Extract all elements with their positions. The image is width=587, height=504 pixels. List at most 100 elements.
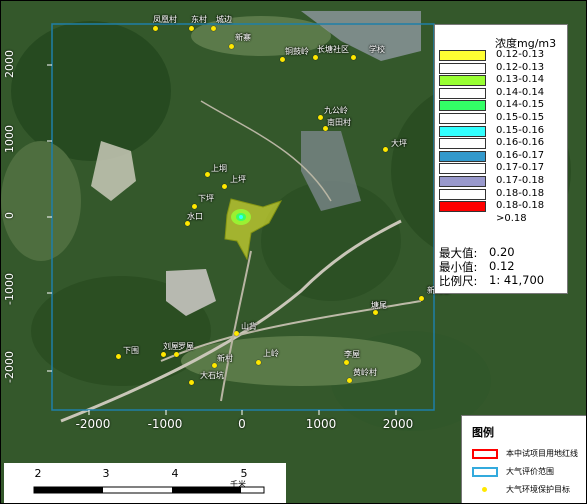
place-label: 铜鼓岭 (285, 47, 309, 56)
legend-range-label: 0.15-0.15 (496, 112, 545, 123)
protection-target-marker[interactable] (185, 221, 190, 226)
legend-range-label: 0.12-0.13 (496, 61, 545, 73)
legend-range-label: 0.17-0.17 (496, 162, 545, 174)
protection-target-marker[interactable] (161, 352, 166, 357)
place-label: 上坪 (230, 175, 246, 184)
road (160, 300, 422, 362)
protection-target-marker[interactable] (153, 26, 158, 31)
urban-area (301, 131, 361, 211)
scale-bar: 2 3 4 5 千米 (4, 463, 286, 503)
x-tick-label: -1000 (147, 417, 183, 431)
protection-target-marker[interactable] (347, 378, 352, 383)
map-legend-title: 图例 (472, 426, 494, 439)
min-label: 最小值: (439, 260, 478, 274)
forest-patch (11, 21, 171, 161)
scale-bar-graphic (33, 486, 265, 494)
map-legend-item-label: 本中试项目用地红线 (506, 449, 578, 458)
concentration-peak (239, 215, 243, 219)
legend-color-swatch (439, 213, 486, 225)
legend-range-label: 0.17-0.18 (496, 175, 545, 186)
protection-target-marker[interactable] (318, 115, 323, 120)
legend-color-swatch (439, 50, 486, 61)
protection-target-marker[interactable] (256, 360, 261, 365)
legend-color-swatch (439, 87, 486, 99)
place-label: 罗屋 (178, 342, 194, 351)
legend-range-label: 0.16-0.17 (496, 149, 545, 161)
legend-color-swatch (439, 125, 486, 137)
legend-range-label: 0.18-0.18 (496, 200, 545, 212)
legend-color-swatch (439, 150, 486, 162)
x-tick-label: 2000 (382, 417, 414, 431)
place-label: 长塘社区 (317, 45, 349, 54)
legend-color-swatch (439, 113, 486, 124)
place-label: 九公岭 (324, 106, 348, 115)
map-legend: 图例 本中试项目用地红线 大气评价范围 大气环境保护目标 (461, 415, 586, 503)
scale-number: 4 (171, 467, 179, 480)
legend-range-label: 0.14-0.15 (496, 99, 545, 111)
protection-target-marker[interactable] (280, 57, 285, 62)
place-label: 上垌 (211, 164, 227, 173)
place-label: 学校 (369, 45, 385, 54)
protection-target-marker[interactable] (211, 26, 216, 31)
legend-range-label: 0.16-0.16 (496, 137, 545, 149)
min-value-row: 最小值: 0.12 (439, 259, 515, 275)
protection-target-marker[interactable] (212, 363, 217, 368)
y-tick-label: -1000 (3, 273, 16, 305)
place-label: 南田村 (327, 118, 351, 127)
place-label: 下围 (123, 346, 139, 355)
legend-range-label: 0.15-0.16 (496, 124, 545, 136)
min-value: 0.12 (489, 259, 515, 273)
protection-target-marker[interactable] (323, 126, 328, 131)
protection-target-marker[interactable] (373, 310, 378, 315)
protection-target-marker[interactable] (192, 204, 197, 209)
field-patch (191, 16, 331, 56)
protection-target-marker[interactable] (205, 172, 210, 177)
protection-target-marker[interactable] (189, 380, 194, 385)
legend-range-label: 0.12-0.13 (496, 49, 545, 60)
place-label: 大石坑 (200, 371, 224, 380)
max-value-row: 最大值:0.20 (439, 245, 515, 261)
legend-color-swatch (439, 201, 486, 213)
place-label: 东村 (191, 15, 207, 24)
legend-color-swatch (439, 100, 486, 112)
protection-target-marker[interactable] (383, 147, 388, 152)
legend-color-swatch (439, 138, 486, 150)
protection-target-marker[interactable] (344, 360, 349, 365)
protection-target-marker[interactable] (419, 296, 424, 301)
protection-target-marker[interactable] (222, 184, 227, 189)
protection-target-marker[interactable] (229, 44, 234, 49)
protection-target-marker[interactable] (116, 354, 121, 359)
legend-title: 浓度mg/m3 (495, 37, 557, 50)
x-tick-label: -2000 (75, 417, 111, 431)
place-label: 下坪 (198, 194, 214, 203)
x-tick-label: 1000 (305, 417, 337, 431)
place-label: 黄岭村 (353, 368, 377, 377)
scale-number: 2 (34, 467, 42, 480)
max-label: 最大值: (439, 246, 478, 260)
y-tick-label: 2000 (3, 50, 16, 78)
y-tick-label: 0 (3, 212, 16, 219)
protection-target-marker[interactable] (174, 352, 179, 357)
protection-target-marker[interactable] (313, 55, 318, 60)
red-line-swatch (472, 449, 498, 459)
legend-range-label: 0.13-0.14 (496, 74, 545, 86)
legend-range-label: 0.14-0.14 (496, 86, 545, 98)
range-box-swatch (472, 467, 498, 477)
protection-target-marker[interactable] (234, 331, 239, 336)
legend-color-swatch (439, 62, 486, 74)
place-label: 大坪 (391, 139, 407, 148)
place-label: 塘尾 (371, 301, 387, 310)
place-label: 山背 (241, 322, 257, 331)
road (200, 100, 332, 202)
place-label: 新村 (217, 354, 233, 363)
protection-target-marker[interactable] (351, 55, 356, 60)
place-label: 水口 (187, 212, 203, 221)
scale-label: 比例尺: (439, 274, 478, 288)
forest-patch (261, 181, 401, 301)
protection-target-marker[interactable] (189, 26, 194, 31)
legend-color-swatch (439, 163, 486, 175)
x-tick-label: 0 (238, 417, 246, 431)
field-patch (1, 141, 81, 261)
